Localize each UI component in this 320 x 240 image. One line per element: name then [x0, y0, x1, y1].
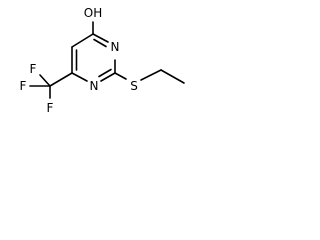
- atom-label-sulfur: S: [130, 79, 138, 93]
- bond-c4-c5: [71, 33, 94, 48]
- bond-ch2-ch3: [160, 69, 185, 84]
- bond-c6-cf3: [49, 72, 73, 87]
- bond-cf3-f-top: [39, 74, 51, 87]
- atom-label-fluorine-bottom: F: [47, 101, 54, 115]
- bond-n3-c4-inner: [93, 38, 107, 48]
- atom-label-fluorine-top: F: [30, 62, 37, 76]
- molecule-structure-diagram: OH N N S F F F: [20, 6, 185, 115]
- bond-n3-c4: [92, 33, 109, 43]
- bond-n1-c2: [100, 72, 116, 82]
- atom-label-nitrogen-lower: N: [90, 79, 99, 93]
- atom-label-fluorine-left: F: [20, 79, 27, 93]
- bond-n1-c2-inner: [98, 68, 112, 78]
- bond-c2-s: [114, 72, 127, 80]
- bond-s-ch2: [140, 69, 162, 81]
- atom-label-nitrogen-upper: N: [111, 40, 120, 54]
- bond-c6-n1: [71, 72, 88, 82]
- atom-label-hydroxyl: OH: [84, 6, 102, 20]
